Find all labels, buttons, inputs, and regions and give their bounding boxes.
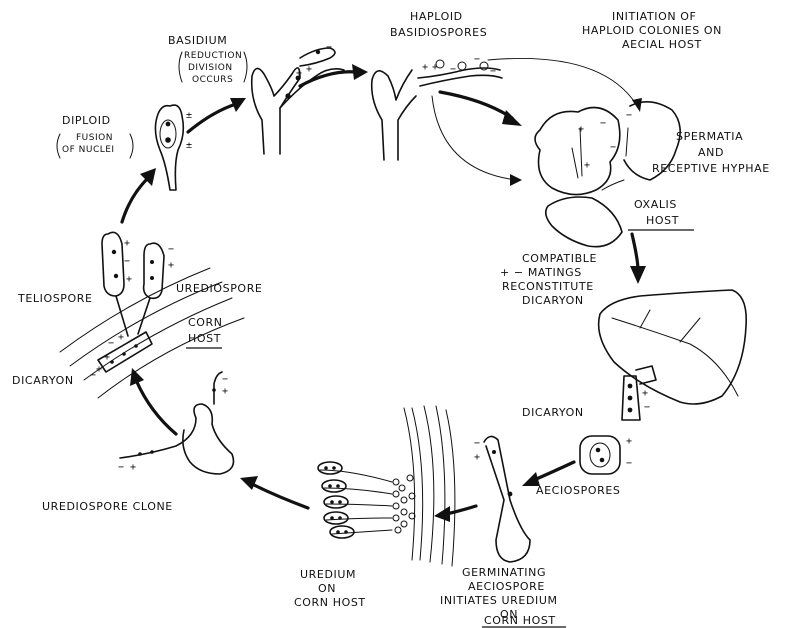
dicaryon-leaf-drawing: + −	[599, 290, 747, 420]
label-basidiospores: BASIDIOSPORES	[390, 26, 487, 39]
label-corn-host-bottom: CORN HOST	[484, 614, 556, 627]
arrow-basidiospore-to-oxalis	[440, 92, 512, 118]
svg-text:−: −	[450, 64, 456, 75]
label-occurs: OCCURS	[192, 75, 233, 85]
arrowhead	[510, 174, 522, 186]
svg-text:−: −	[326, 42, 332, 53]
svg-text:+: +	[626, 436, 632, 447]
svg-text:+: +	[130, 462, 136, 473]
svg-text:+: +	[584, 160, 590, 171]
label-initiation-1: INITIATION OF	[612, 10, 696, 23]
label-dicaryon-right: DICARYON	[522, 406, 584, 419]
arrow-aeciospores-to-germinating	[534, 462, 574, 480]
label-reduction: REDUCTION	[184, 51, 242, 61]
arrowhead	[630, 266, 646, 284]
svg-text:−: −	[222, 374, 228, 385]
svg-text:+: +	[222, 386, 228, 397]
svg-text:−: −	[168, 244, 174, 255]
svg-text:+: +	[306, 64, 312, 75]
svg-text:+: +	[126, 274, 132, 285]
label-initiation-3: AECIAL HOST	[622, 38, 702, 51]
label-corn-host: HOST	[188, 332, 221, 345]
label-diploid: DIPLOID	[62, 114, 111, 127]
aeciospore-drawing: + −	[580, 436, 632, 474]
arrow-uredium-to-clone	[252, 484, 308, 508]
svg-text:+: +	[168, 260, 174, 271]
arrow-oxalis-to-dicaryon-leaf	[632, 234, 638, 270]
urediospore-clone-drawing: − + − +	[118, 372, 234, 474]
label-uredium-on: ON	[318, 582, 336, 595]
label-oxalis-host: HOST	[646, 214, 679, 227]
uredium-drawing	[318, 406, 455, 566]
label-reconstitute: RECONSTITUTE	[502, 280, 594, 293]
svg-text:−: −	[626, 458, 632, 469]
label-dicaryon-left: DICARYON	[12, 374, 74, 387]
label-matings: + − MATINGS	[500, 266, 582, 279]
arrow-basidiospore-curve-to-oxalis	[432, 96, 516, 180]
label-dicaryon-compatible: DICARYON	[522, 294, 584, 307]
label-spermatia: SPERMATIA	[676, 130, 743, 143]
arrow-diploid-to-basidium	[188, 104, 236, 132]
label-initiates-uredium: INITIATES UREDIUM	[440, 594, 558, 607]
arrowhead	[240, 476, 258, 490]
arrow-initiation-to-spermogonia	[488, 58, 636, 104]
svg-text:±: ±	[186, 140, 192, 151]
basidium-drawing: + + −	[252, 42, 344, 154]
svg-text:−: −	[90, 370, 96, 381]
svg-text:−: −	[118, 462, 124, 473]
arrow-clone-to-dicaryon	[136, 380, 176, 434]
label-urediospore: UREDIOSPORE	[176, 282, 262, 295]
arrow-germinating-to-uredium	[446, 506, 476, 514]
label-urediospore-clone: UREDIOSPORE CLONE	[42, 500, 173, 513]
urediospore-pair: − +	[138, 243, 174, 334]
svg-text:+: +	[432, 62, 438, 73]
svg-text:+: +	[104, 352, 110, 363]
svg-text:−: −	[474, 438, 480, 449]
labels: HAPLOID BASIDIOSPORES INITIATION OF HAPL…	[12, 10, 770, 621]
svg-text:+: +	[96, 364, 102, 375]
svg-text:+: +	[296, 68, 302, 79]
svg-text:−: −	[490, 66, 496, 77]
label-teliospore: TELIOSPORE	[17, 292, 93, 305]
svg-text:−: −	[610, 142, 616, 153]
label-uredium-corn-host: CORN HOST	[294, 596, 366, 609]
arrowhead	[352, 64, 368, 80]
label-receptive-hyphae: RECEPTIVE HYPHAE	[652, 162, 770, 175]
svg-text:−: −	[108, 338, 114, 349]
diploid-teliospore-drawing: ± ±	[155, 105, 192, 190]
uredium-spores	[318, 462, 392, 538]
arrowhead	[434, 506, 450, 522]
label-and: AND	[698, 146, 724, 159]
label-haploid: HAPLOID	[410, 10, 463, 23]
svg-text:−: −	[474, 54, 480, 65]
label-division: DIVISION	[188, 63, 233, 73]
germinating-aeciospore-drawing: − +	[474, 436, 530, 562]
svg-text:−: −	[600, 118, 606, 129]
svg-text:−: −	[124, 256, 130, 267]
label-germinating: GERMINATING	[462, 566, 546, 579]
label-fusion: FUSION	[76, 133, 113, 143]
label-basidium: BASIDIUM	[168, 34, 227, 47]
label-germinating-aeciospore: AECIOSPORE	[468, 580, 545, 593]
svg-text:+: +	[422, 62, 428, 73]
svg-text:−: −	[644, 402, 650, 413]
arrow-teliospore-to-diploid	[122, 178, 148, 222]
label-oxalis: OXALIS	[634, 198, 677, 211]
label-compatible: COMPATIBLE	[522, 252, 597, 265]
svg-text:+: +	[642, 388, 648, 399]
svg-text:+: +	[118, 332, 124, 343]
svg-text:+: +	[578, 124, 584, 135]
svg-text:+: +	[124, 238, 130, 249]
label-of-nuclei: OF NUCLEI	[62, 145, 115, 155]
svg-text:±: ±	[186, 110, 192, 121]
svg-text:+: +	[474, 452, 480, 463]
label-uredium: UREDIUM	[300, 568, 356, 581]
svg-text:−: −	[626, 110, 632, 121]
label-initiation-2: HAPLOID COLONIES ON	[582, 24, 722, 37]
basidiospores-drawing: + + − − −	[372, 54, 502, 160]
label-corn: CORN	[188, 316, 223, 329]
label-aeciospores: AECIOSPORES	[536, 484, 621, 497]
uredium-cell-mass	[393, 475, 415, 533]
